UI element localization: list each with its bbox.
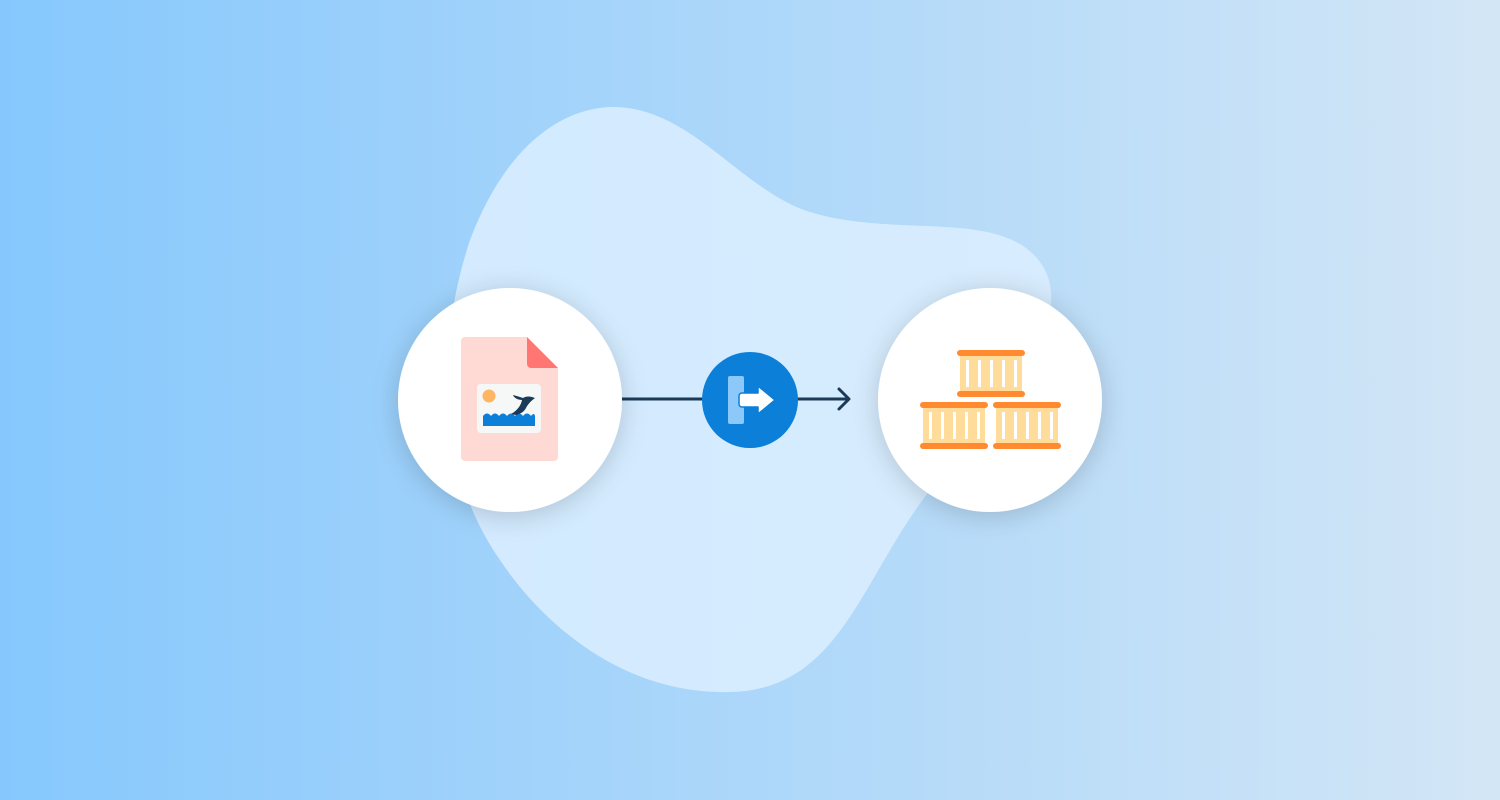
image-file-icon xyxy=(461,337,558,461)
container xyxy=(993,402,1061,449)
container xyxy=(957,350,1025,397)
export-button[interactable] xyxy=(702,352,798,448)
stacked-containers-icon xyxy=(920,350,1061,449)
export-arrow-icon xyxy=(728,376,776,424)
container xyxy=(920,402,988,449)
arrowhead-icon xyxy=(837,387,851,411)
target-node xyxy=(878,288,1102,512)
source-node xyxy=(398,288,622,512)
